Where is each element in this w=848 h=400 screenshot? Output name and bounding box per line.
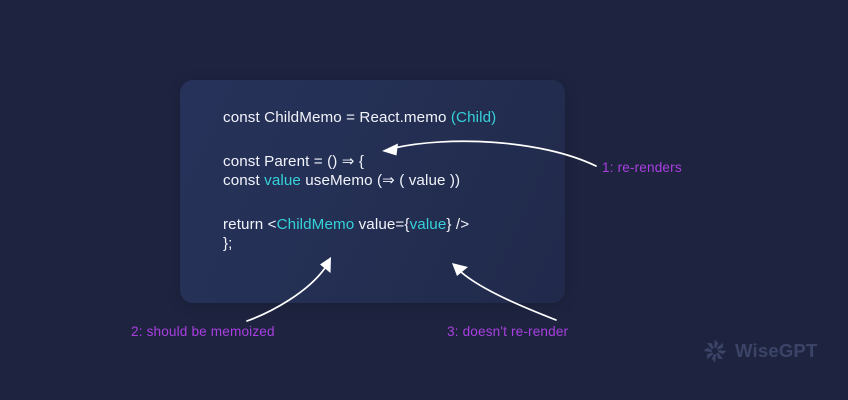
code-token: useMemo (⇒ ( value )) — [300, 172, 461, 189]
code-token-highlight: value — [409, 216, 447, 233]
code-token: }; — [223, 235, 233, 252]
code-token: return < — [223, 216, 277, 233]
wisegpt-pinwheel-icon — [703, 339, 727, 363]
code-token-highlight: value — [264, 172, 301, 189]
code-token-highlight: (Child) — [450, 109, 497, 126]
code-line-2: const Parent = () ⇒ { — [223, 152, 555, 171]
code-token: const Parent = () ⇒ { — [223, 153, 365, 170]
code-panel: const ChildMemo = React.memo (Child) con… — [180, 80, 565, 303]
annotation-label-3: 3: doesn't re-render — [447, 324, 569, 339]
code-token-highlight: ChildMemo — [276, 216, 355, 233]
code-token: const — [223, 172, 265, 189]
code-line-3: const value useMemo (⇒ ( value )) — [223, 171, 555, 190]
code-line-4: return <ChildMemo value={value} /> — [223, 215, 555, 234]
wisegpt-logo: WiseGPT — [702, 338, 817, 364]
code-block: const ChildMemo = React.memo (Child) con… — [223, 108, 555, 253]
annotation-label-1: 1: re-renders — [602, 160, 682, 175]
annotation-label-2: 2: should be memoized — [131, 324, 275, 339]
code-line-1: const ChildMemo = React.memo (Child) — [223, 108, 555, 127]
code-token: value={ — [354, 216, 410, 233]
code-token: } /> — [446, 216, 470, 233]
code-token: const ChildMemo = React.memo — [223, 109, 451, 126]
wisegpt-logo-text: WiseGPT — [735, 340, 818, 361]
code-line-5: }; — [223, 234, 555, 253]
